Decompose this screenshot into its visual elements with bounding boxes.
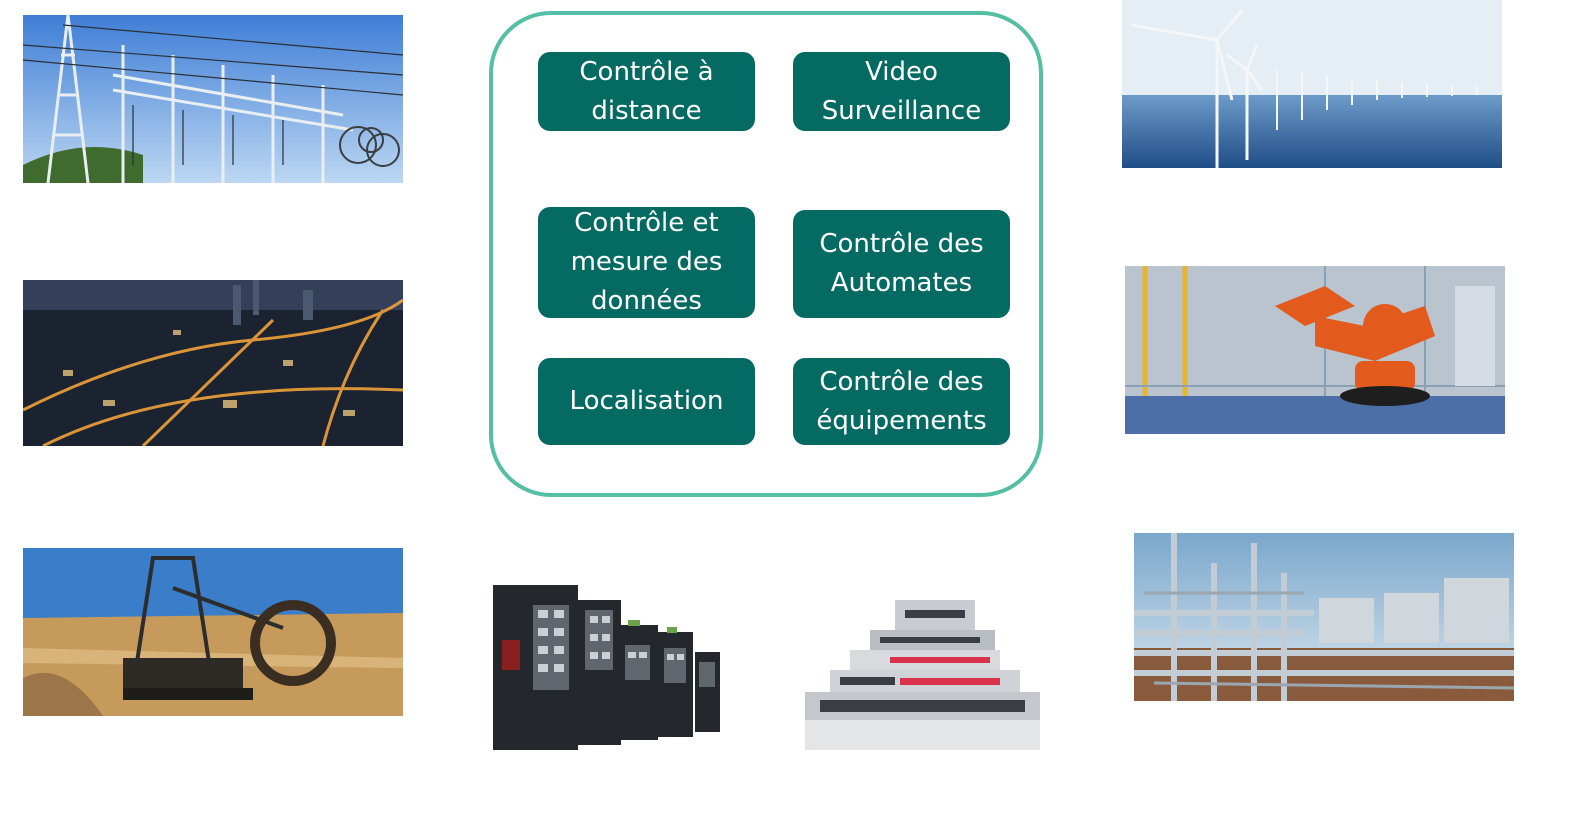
use-cases-frame xyxy=(489,11,1043,497)
din-rail-switches-photo xyxy=(488,580,723,755)
rack-switches-stack-photo xyxy=(800,595,1045,755)
power-substation-photo xyxy=(23,15,403,183)
industrial-robot-arm-photo xyxy=(1125,266,1505,434)
offshore-wind-farm-photo xyxy=(1122,0,1502,168)
city-night-aerial-photo xyxy=(23,280,403,446)
localisation-tile: Localisation xyxy=(538,358,755,445)
oil-refinery-photo xyxy=(1134,533,1514,701)
mining-excavator-photo xyxy=(23,548,403,716)
